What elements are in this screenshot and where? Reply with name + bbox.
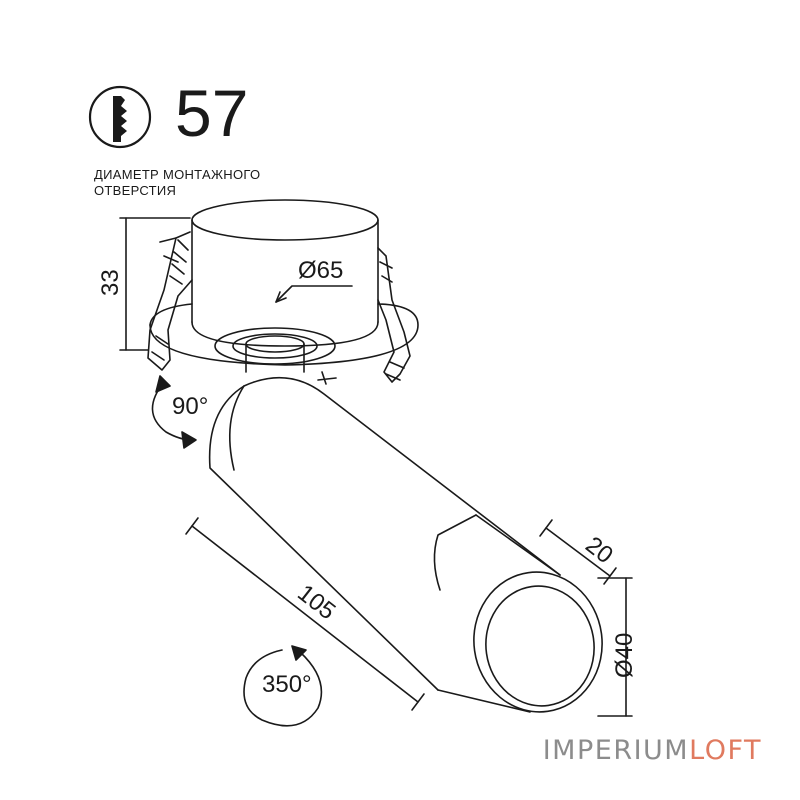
mounting-hole-diameter: 57: [175, 76, 249, 150]
left-spring-clip: [147, 231, 193, 371]
swivel-stem: [245, 335, 337, 385]
length-dimension: 105: [292, 579, 340, 625]
rotation-angle-dimension: 350°: [262, 671, 312, 698]
tilt-arrow: [151, 375, 197, 449]
right-spring-clip: [377, 247, 411, 383]
mounting-hole-label-line2: ОТВЕРСТИЯ: [94, 183, 177, 198]
rotation-arrow: [243, 645, 323, 727]
mounting-base: [149, 199, 419, 366]
brand-logo: IMPERIUMLOFT: [543, 735, 762, 766]
mounting-hole-label: ДИАМЕТР МОНТАЖНОГО ОТВЕРСТИЯ: [94, 167, 260, 199]
brand-part2: LOFT: [689, 735, 762, 766]
tube-diameter-dimension: Ø40: [611, 633, 638, 678]
brand-part1: IMPERIUM: [542, 735, 690, 766]
ring-width-dimension: 20: [580, 531, 618, 569]
base-diameter-dimension: Ø65: [298, 257, 343, 284]
tube-diameter-dimension-lines: [597, 577, 633, 717]
mounting-hole-label-line1: ДИАМЕТР МОНТАЖНОГО: [94, 167, 261, 182]
tilt-angle-dimension: 90°: [172, 393, 208, 420]
ring-width-dimension-lines: [539, 519, 617, 585]
spotlight-tube: [208, 376, 603, 713]
height-dimension-lines: [119, 217, 191, 351]
base-diameter-leader: [275, 285, 353, 303]
length-dimension-lines: [185, 517, 425, 711]
height-dimension: 33: [97, 269, 124, 296]
